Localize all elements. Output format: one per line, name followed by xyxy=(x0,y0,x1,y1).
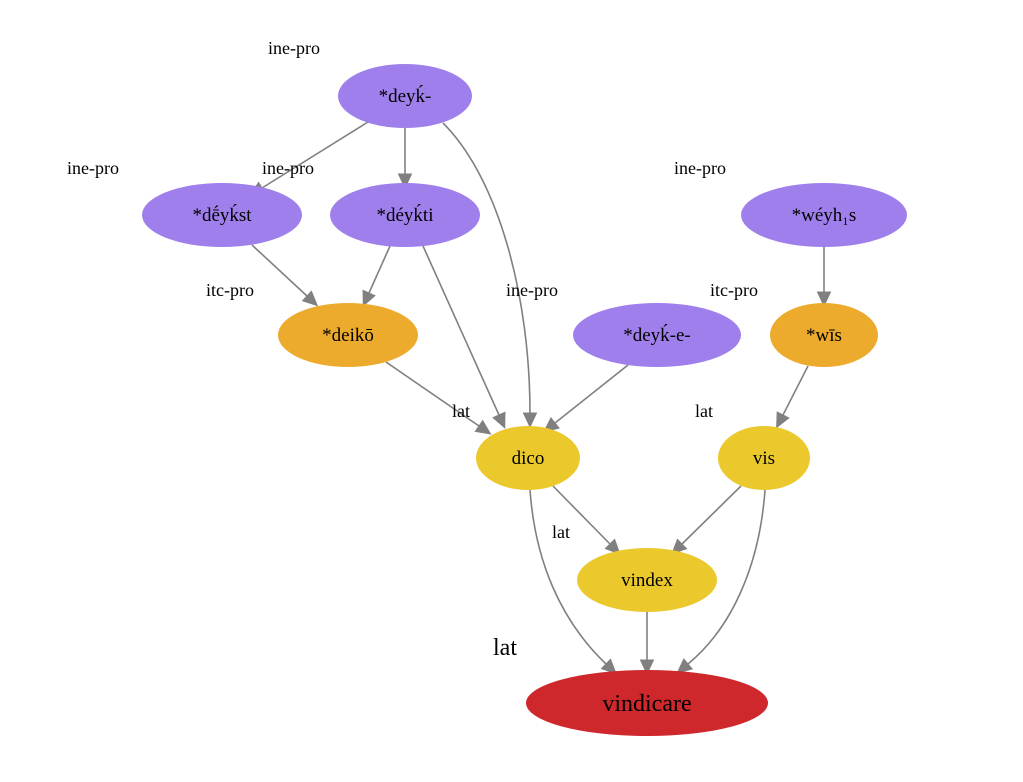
node-label: *dḗyḱst xyxy=(192,204,252,226)
node-ellipse[interactable] xyxy=(770,303,878,367)
node-label: *deyḱ- xyxy=(379,85,432,107)
node-label: *deikō xyxy=(322,325,374,346)
arrowhead-icon xyxy=(600,658,617,675)
language-label-deyke: ine-pro xyxy=(506,280,558,300)
node-label: vis xyxy=(753,448,775,469)
node-ellipse[interactable] xyxy=(338,64,472,128)
node-ellipse[interactable] xyxy=(142,183,302,247)
node-wis[interactable]: *wīs xyxy=(770,303,878,367)
edge-dico-vindicare xyxy=(529,489,607,665)
language-label-vindex: lat xyxy=(552,522,570,542)
node-weyh1s[interactable]: *wéyh₁s xyxy=(741,183,907,247)
language-labels-layer: ine-pro ine-pro ine-pro ine-pro itc-pro ine-p… xyxy=(67,38,758,661)
language-label-deykti: ine-pro xyxy=(262,158,314,178)
language-label-vis: lat xyxy=(695,401,713,421)
edge-dico-vindex xyxy=(552,485,611,545)
node-label: *deyḱ-e- xyxy=(623,324,691,346)
node-ellipse[interactable] xyxy=(718,426,810,490)
node-deiko[interactable]: *deikō xyxy=(278,303,418,367)
arrowhead-icon xyxy=(604,538,621,555)
node-vindex[interactable]: vindex xyxy=(577,548,717,612)
node-dico[interactable]: dico xyxy=(476,426,580,490)
nodes-layer: *deyḱ- *dḗyḱst *déyḱti *wéyh₁s *deikō *deyḱ-e… xyxy=(142,64,907,736)
arrowhead-icon xyxy=(301,290,319,307)
edge-deyke-dico xyxy=(554,364,629,424)
edge-deykst-deiko xyxy=(251,244,308,297)
node-label: dico xyxy=(512,448,545,469)
arrowhead-icon xyxy=(676,658,694,674)
language-label-dico: lat xyxy=(452,401,470,421)
edge-deiko-dico xyxy=(385,361,480,427)
node-ellipse[interactable] xyxy=(577,548,717,612)
node-label: *wīs xyxy=(806,325,842,346)
arrowhead-icon xyxy=(522,412,538,429)
node-label: vindicare xyxy=(602,691,691,717)
arrowhead-icon xyxy=(362,289,376,307)
edges-layer xyxy=(249,121,832,676)
arrowhead-icon xyxy=(397,173,413,190)
edge-deykti-dico xyxy=(422,245,500,416)
arrowhead-icon xyxy=(776,411,790,429)
node-ellipse[interactable] xyxy=(476,426,580,490)
language-label-deiko: itc-pro xyxy=(206,280,254,300)
node-label: *wéyh₁s xyxy=(792,205,857,226)
node-ellipse[interactable] xyxy=(526,670,768,736)
edge-deyk-dico xyxy=(442,122,531,414)
edge-deykti-deiko xyxy=(368,245,391,294)
node-ellipse[interactable] xyxy=(573,303,741,367)
arrowhead-icon xyxy=(671,538,688,555)
node-vis[interactable]: vis xyxy=(718,426,810,490)
node-deykti[interactable]: *déyḱti xyxy=(330,183,480,247)
node-ellipse[interactable] xyxy=(741,183,907,247)
node-deykst[interactable]: *dḗyḱst xyxy=(142,183,302,247)
edge-wis-vis xyxy=(782,365,809,416)
edge-vis-vindicare xyxy=(687,489,766,665)
language-label-deykst: ine-pro xyxy=(67,158,119,178)
arrowhead-icon xyxy=(474,419,492,435)
language-label-deyk: ine-pro xyxy=(268,38,320,58)
node-deyk[interactable]: *deyḱ- xyxy=(338,64,472,128)
arrowhead-icon xyxy=(816,291,832,308)
node-deyke[interactable]: *deyḱ-e- xyxy=(573,303,741,367)
arrowhead-icon xyxy=(639,659,655,676)
node-vindicare[interactable]: vindicare xyxy=(526,670,768,736)
edge-deyk-deykst xyxy=(261,121,369,189)
node-label: *déyḱti xyxy=(377,204,434,226)
edge-vis-vindex xyxy=(681,485,742,545)
node-ellipse[interactable] xyxy=(278,303,418,367)
node-ellipse[interactable] xyxy=(330,183,480,247)
arrowhead-icon xyxy=(492,411,506,429)
language-label-wis: itc-pro xyxy=(710,280,758,300)
language-label-vindicare: lat xyxy=(493,635,517,661)
node-label: vindex xyxy=(621,570,673,591)
language-label-weyh1s: ine-pro xyxy=(674,158,726,178)
